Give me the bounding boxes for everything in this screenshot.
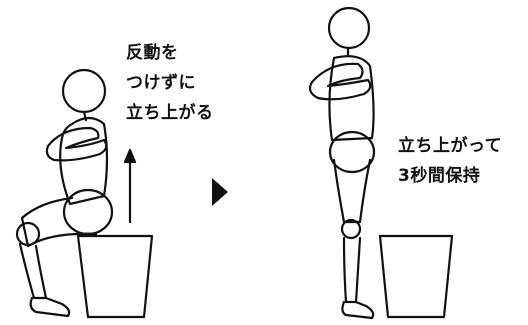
instruction-right: 立ち上がって 3秒間保持 xyxy=(398,131,502,191)
seated-arms xyxy=(45,126,108,162)
seated-figure xyxy=(15,68,154,319)
standing-shin xyxy=(342,236,362,304)
seated-foot xyxy=(29,296,71,318)
instruction-right-line-1: 立ち上がって xyxy=(398,136,503,156)
seated-hip xyxy=(62,188,114,236)
instruction-left-line-2: つけずに xyxy=(126,73,196,93)
standing-figure xyxy=(308,6,454,320)
standing-torso xyxy=(328,55,375,142)
standing-arms xyxy=(308,62,372,101)
standing-knee xyxy=(340,218,362,240)
arrow-up-icon xyxy=(123,148,137,224)
instruction-left: 反動を つけずに 立ち上がる xyxy=(126,38,214,128)
triangle-right-icon xyxy=(212,178,228,206)
instruction-left-line-1: 反動を xyxy=(126,43,179,63)
seated-knee xyxy=(15,221,41,247)
instruction-left-line-3: 立ち上がる xyxy=(126,103,214,123)
standing-foot xyxy=(341,300,375,320)
standing-head xyxy=(327,6,371,50)
standing-hip xyxy=(328,130,376,174)
seated-shin xyxy=(18,242,48,300)
seated-head xyxy=(61,68,107,114)
standing-thigh xyxy=(332,158,372,224)
stool-left xyxy=(76,234,154,319)
seated-thigh xyxy=(20,196,98,248)
stool-right xyxy=(378,234,454,319)
instruction-right-line-2: 3秒間保持 xyxy=(398,166,481,186)
